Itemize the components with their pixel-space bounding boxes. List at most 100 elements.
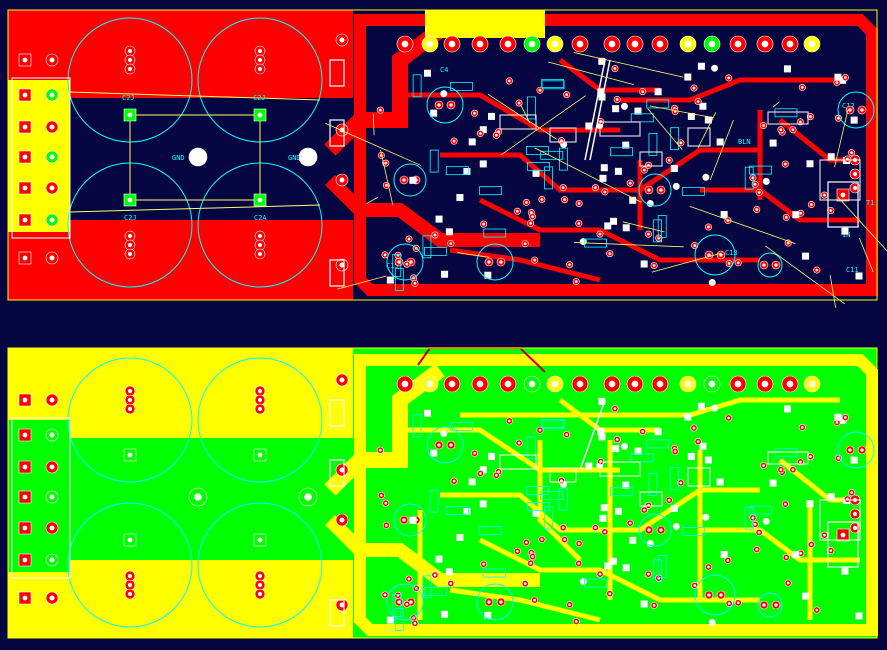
ic-outline: [767, 111, 809, 125]
edge-connector-pad: [335, 463, 349, 477]
cap-pin: [771, 600, 781, 610]
ratsnest-line: [697, 112, 717, 149]
bottom-power-trace-2: [325, 515, 540, 587]
component-square-pad: [697, 62, 705, 70]
ratsnest-line: [520, 104, 530, 123]
circuit-capacitor-outline: [476, 243, 514, 281]
resistor-outline: [648, 473, 658, 496]
cap-pin: [496, 597, 506, 607]
component-square-pad: [640, 260, 648, 268]
ratsnest-line: [337, 275, 387, 290]
component-pad: [665, 156, 673, 164]
bottom-layer-board[interactable]: [7, 347, 878, 639]
component-pad: [655, 574, 663, 582]
component-square-pad: [629, 536, 637, 544]
component-square-pad: [423, 69, 431, 77]
component-pad: [376, 106, 384, 114]
ratsnest-line: [837, 196, 887, 252]
component-square-pad: [468, 138, 476, 146]
component-square-pad: [834, 73, 842, 81]
resistor-outline: [412, 74, 422, 98]
component-pad: [572, 617, 580, 625]
component-pad: [690, 84, 698, 92]
component-square-pad: [720, 551, 728, 559]
component-pad: [611, 405, 619, 413]
component-square-pad: [783, 405, 791, 413]
component-pad: [440, 90, 448, 98]
component-pad: [620, 442, 628, 450]
component-square-pad: [614, 167, 622, 175]
connector-pad-right: [45, 213, 59, 227]
connector-pad-right: [45, 251, 59, 265]
resistor-outline: [429, 149, 439, 173]
resistor-outline: [445, 166, 469, 176]
resistor-outline: [648, 133, 658, 156]
top-pads: [18, 33, 867, 287]
cap-terminal-pad: [254, 248, 266, 260]
connector-pad-left: [18, 393, 32, 407]
component-square-pad: [699, 102, 707, 110]
component-square-pad: [463, 508, 471, 516]
component-pad: [782, 213, 790, 221]
component-pad: [538, 196, 546, 204]
component-square-pad: [716, 478, 724, 486]
component-pad: [734, 259, 742, 267]
component-square-pad: [463, 168, 471, 176]
label-gnd-left: GND: [172, 154, 185, 162]
component-pad: [626, 519, 634, 527]
component-square-pad: [488, 112, 496, 120]
cap-pin: [484, 597, 494, 607]
component-pad: [521, 580, 529, 588]
bottom-cap-bottom-right-outline: [197, 502, 323, 628]
component-square-pad: [612, 105, 620, 113]
component-pad: [760, 122, 768, 130]
header-pad: [803, 375, 821, 393]
component-pad: [639, 428, 647, 436]
component-pad: [492, 471, 500, 479]
resistor-outline: [412, 414, 422, 438]
cap-terminal-pad: [254, 403, 266, 415]
regulator-outline: [827, 521, 859, 568]
header-pad: [499, 375, 517, 393]
component-pad: [672, 182, 680, 190]
cap-terminal-pad: [254, 230, 266, 242]
cap-pin: [399, 515, 409, 525]
component-pad: [640, 166, 648, 174]
resistor-outline: [749, 165, 772, 175]
circuit-capacitor-outline: [476, 583, 514, 621]
component-square-pad: [600, 164, 608, 172]
component-pad: [575, 200, 583, 208]
component-pad: [531, 256, 539, 264]
resistor-outline: [541, 79, 565, 88]
connector-pad-right: [45, 150, 59, 164]
component-pad: [777, 126, 785, 134]
header-pad: [703, 35, 721, 53]
component-square-pad: [654, 88, 662, 96]
resistor-outline: [449, 81, 473, 91]
top-border-trace: [354, 14, 878, 296]
bottom-component-outlines: [11, 399, 875, 631]
top-layer-board[interactable]: [7, 9, 878, 301]
connector-pad-right: [45, 53, 59, 67]
component-pad: [640, 506, 648, 514]
component-square-pad: [855, 612, 863, 620]
resistor-outline: [681, 527, 705, 536]
component-pad: [596, 230, 604, 238]
component-square-pad: [488, 452, 496, 460]
header-pad: [651, 35, 669, 53]
header-pad: [781, 375, 799, 393]
ratsnest-line: [366, 197, 378, 204]
connector-pad-left: [18, 120, 32, 134]
component-pad: [806, 453, 814, 461]
component-pad: [513, 547, 521, 555]
component-pad: [561, 536, 569, 544]
component-pad: [753, 205, 761, 213]
component-pad: [575, 219, 583, 227]
ratsnest-line: [622, 221, 665, 233]
component-pad: [694, 438, 702, 446]
cap-pin: [399, 175, 409, 185]
header-pad: [499, 35, 517, 53]
header-pad: [571, 375, 589, 393]
header-pad: [626, 375, 644, 393]
regulator-pad: [836, 188, 850, 202]
